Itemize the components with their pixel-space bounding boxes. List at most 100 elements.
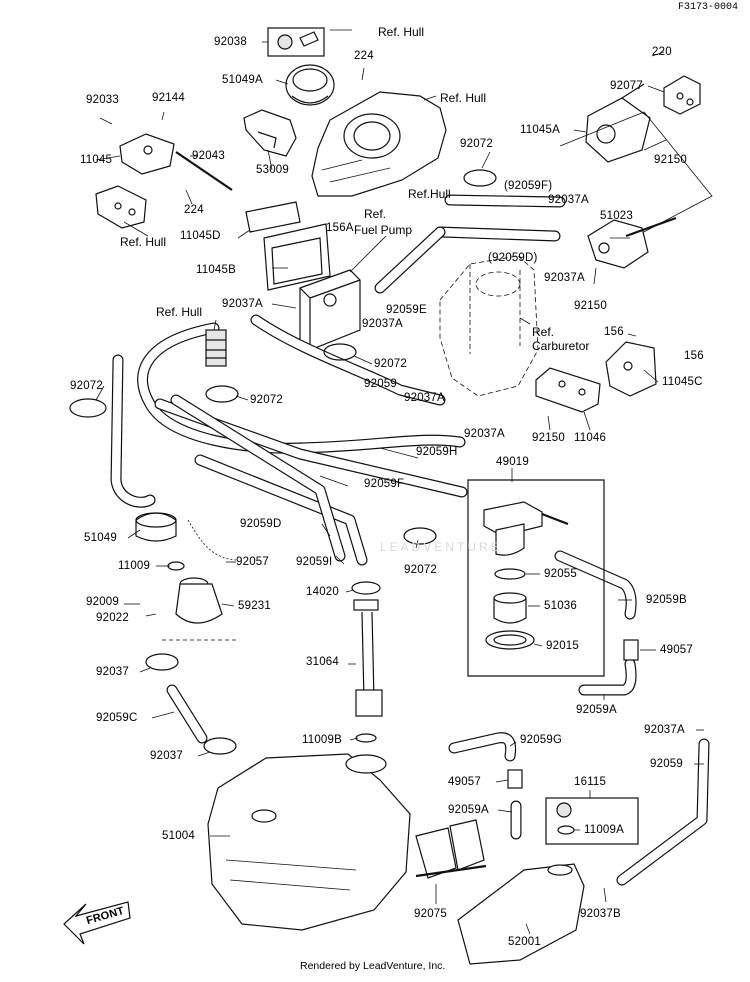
nut-92015: [485, 630, 535, 650]
hose-left-vertical: [110, 354, 156, 508]
sender-31064: [351, 581, 383, 717]
part-label: 92037A: [404, 392, 445, 404]
part-label: 92059: [364, 378, 397, 390]
o-ring-92055: [494, 568, 526, 580]
part-label: 92059F: [364, 478, 405, 490]
fuel-tank-51004: [207, 753, 411, 931]
part-label: 49057: [660, 644, 693, 656]
footer-credit: Rendered by LeadVenture, Inc.: [300, 960, 446, 972]
part-label: 11045C: [662, 376, 703, 388]
part-label: 92037A: [644, 724, 685, 736]
part-label: 92043: [192, 150, 225, 162]
leader-lines: [95, 29, 704, 935]
part-label: 92144: [152, 92, 185, 104]
bolt-92043: [175, 151, 233, 191]
bowl-51036: [493, 592, 527, 624]
gasket-11009: [167, 561, 185, 571]
hose-92059-middle: [250, 314, 446, 406]
ref-hull-label: Ref.Hull: [408, 187, 451, 201]
part-label: 92072: [70, 380, 103, 392]
part-label: 92037A: [362, 318, 403, 330]
part-label: 92037: [96, 666, 129, 678]
cap-assembly-92038: [267, 27, 325, 57]
part-label: 11009A: [584, 824, 624, 836]
part-label: 92059D: [240, 518, 282, 530]
part-label: 51004: [162, 830, 195, 842]
box-16115: [545, 797, 639, 845]
watermark: LEADVENTURE: [380, 540, 502, 554]
part-label: 11009: [118, 560, 151, 572]
part-label: 92037A: [222, 298, 263, 310]
part-label: 51049: [84, 532, 117, 544]
tank-52001: [457, 863, 585, 965]
part-label: 92077: [610, 80, 643, 92]
bracket-53009: [243, 109, 297, 157]
bracket-92077: [663, 75, 701, 115]
part-label: 51049A: [222, 74, 263, 86]
filler-cap-51049: [135, 512, 177, 542]
part-label: 92059A: [448, 804, 489, 816]
part-label: 92059G: [520, 734, 563, 746]
ref-carburetor-label: Carburetor: [532, 339, 590, 353]
valve-49057-right: [623, 639, 639, 661]
ref-hull-label: Ref. Hull: [440, 91, 487, 105]
part-label: 92057: [236, 556, 269, 568]
hose-loop-main: [137, 322, 466, 454]
part-label: 224: [354, 50, 374, 62]
hull-strap-ref: [205, 329, 227, 367]
ref-hull-label: Ref. Hull: [378, 25, 425, 39]
bracket-ref-hull-left: [95, 185, 147, 229]
part-label: 92059C: [96, 712, 138, 724]
bracket-92075: [415, 819, 487, 879]
figure-code: F3173-0004: [678, 2, 739, 13]
part-label: 31064: [306, 656, 339, 668]
bracket-11045A: [585, 83, 651, 163]
valve-49057-lower: [507, 769, 523, 789]
chain-92057: [187, 519, 237, 561]
part-label: 92015: [546, 640, 579, 652]
filter-box-49019: [467, 479, 605, 677]
part-label: (92059F): [504, 180, 553, 192]
part-label: 156: [684, 350, 704, 362]
clamps: [69, 169, 497, 755]
ref-fuel-pump-label: Ref.: [364, 207, 387, 221]
part-label: 92059A: [576, 704, 617, 716]
part-label: 49019: [496, 456, 529, 468]
part-label: 53009: [256, 164, 289, 176]
ref-fuel-pump-label: Fuel Pump: [354, 223, 413, 237]
hull-cover-ref-hull: [311, 91, 447, 197]
part-label: 52001: [508, 936, 541, 948]
part-label: 11045D: [180, 230, 221, 242]
hose-92059B: [554, 550, 637, 620]
part-label: 92022: [96, 612, 129, 624]
cap-51049A: [285, 64, 335, 106]
carburetor-ref: [439, 255, 539, 397]
fuel-filter-49019: [483, 501, 569, 556]
part-label: 92072: [460, 138, 493, 150]
part-label: 59231: [238, 600, 271, 612]
bracket-11046: [535, 367, 601, 413]
fuel-pump: [299, 269, 361, 351]
part-label: (92059D): [488, 252, 538, 264]
part-label: 51036: [544, 600, 577, 612]
hose-92059F-lower: [194, 454, 368, 566]
part-label: 11045A: [520, 124, 560, 136]
part-label: 156: [604, 326, 624, 338]
plate-11045D: [245, 201, 301, 233]
gasket-11009B: [355, 733, 377, 743]
part-label: 92059B: [646, 594, 687, 606]
part-label: 92072: [374, 358, 407, 370]
part-label: 92072: [250, 394, 283, 406]
part-label: 92072: [404, 564, 437, 576]
valve-51023: [587, 216, 677, 269]
part-label: 92033: [86, 94, 119, 106]
part-label: 92150: [654, 154, 687, 166]
part-label: 224: [184, 204, 204, 216]
hose-92059E: [374, 226, 446, 294]
leader-51023-assembly: [559, 111, 713, 235]
bracket-11045: [119, 133, 175, 175]
part-label: 92059E: [386, 304, 427, 316]
part-label: 92059: [650, 758, 683, 770]
part-label: 92059H: [416, 446, 458, 458]
